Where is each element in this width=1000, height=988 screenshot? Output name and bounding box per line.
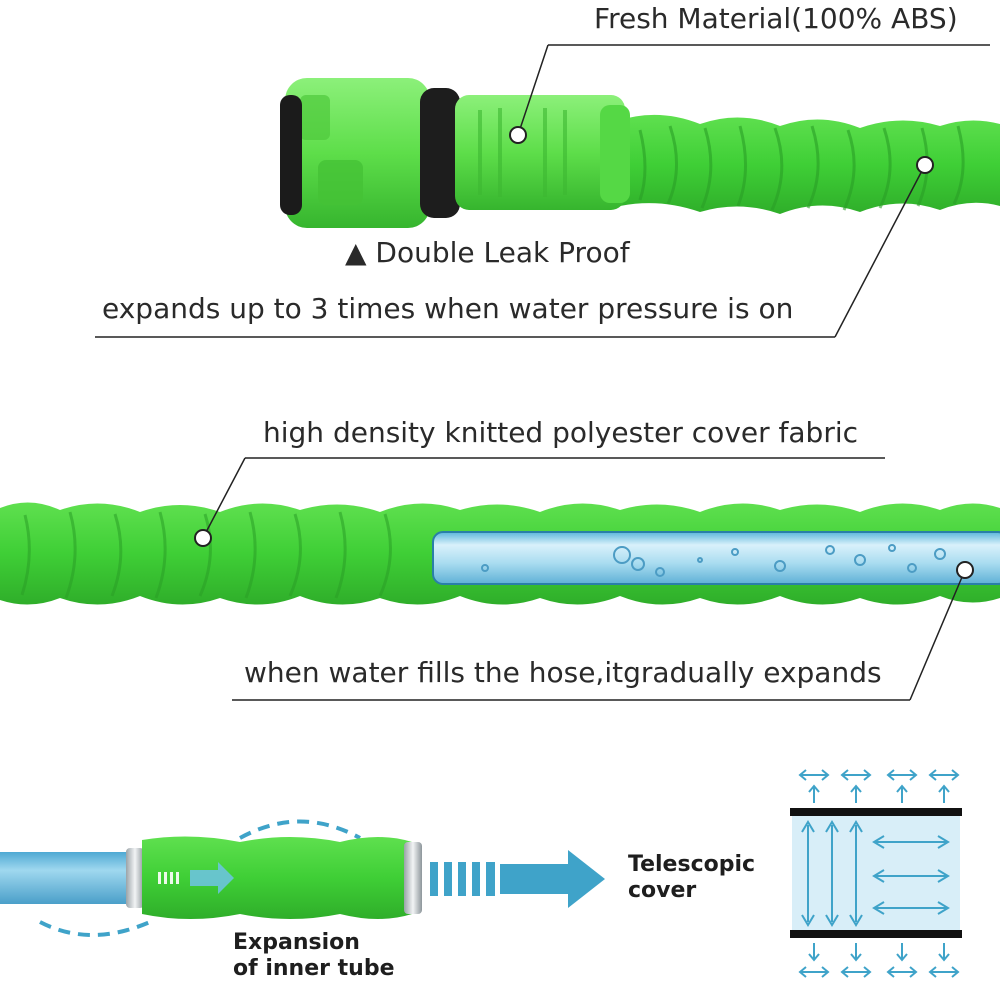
expansion-line-2: of inner tube	[233, 956, 395, 982]
hose-coil-top	[620, 114, 1000, 214]
telescopic-line-1: Telescopic	[628, 852, 756, 877]
fresh-material-label: Fresh Material(100% ABS)	[594, 2, 958, 35]
expansion-line-1: Expansion	[233, 930, 360, 955]
telescopic-line-2: cover	[628, 878, 697, 904]
leader-lines-middle	[202, 457, 966, 701]
connector-illustration	[280, 78, 630, 228]
expansion-diagram	[0, 819, 605, 937]
leader-lines-top	[95, 44, 990, 338]
telescopic-cover-label: Telescopic cover	[628, 852, 755, 905]
double-leak-proof-label: ▲ Double Leak Proof	[345, 236, 630, 269]
knitted-fabric-label: high density knitted polyester cover fab…	[263, 416, 858, 449]
expands-label: expands up to 3 times when water pressur…	[102, 292, 794, 325]
hose-long-illustration	[0, 502, 1000, 605]
telescopic-cover-diagram	[790, 769, 962, 978]
expansion-label: Expansion of inner tube	[233, 930, 395, 983]
water-fills-label: when water fills the hose,itgradually ex…	[244, 656, 882, 689]
